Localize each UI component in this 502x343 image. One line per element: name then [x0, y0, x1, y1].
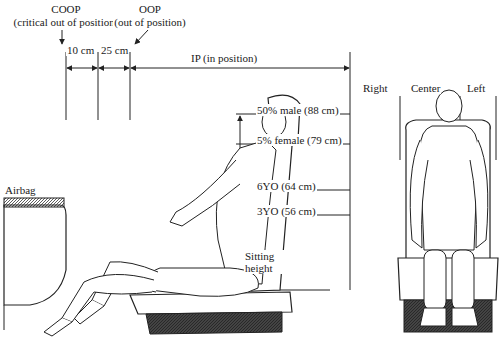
label: 10 cm: [66, 44, 95, 56]
label: 3YO (56 cm): [256, 205, 317, 217]
label: Sitting height: [244, 250, 290, 274]
label: Airbag: [4, 184, 37, 196]
label: Left: [466, 82, 486, 94]
label: (critical out of position): [13, 16, 120, 28]
label: 6YO (64 cm): [256, 180, 317, 192]
label: Right: [362, 82, 388, 94]
label: 25 cm: [100, 44, 129, 56]
label: IP (in position): [190, 52, 258, 64]
label: Center: [410, 82, 441, 94]
label: OOP: [138, 3, 162, 15]
label: 5% female (79 cm): [256, 134, 343, 146]
label: 50% male (88 cm): [256, 104, 340, 116]
label: COOP: [50, 3, 81, 15]
label: (out of position): [113, 16, 187, 28]
